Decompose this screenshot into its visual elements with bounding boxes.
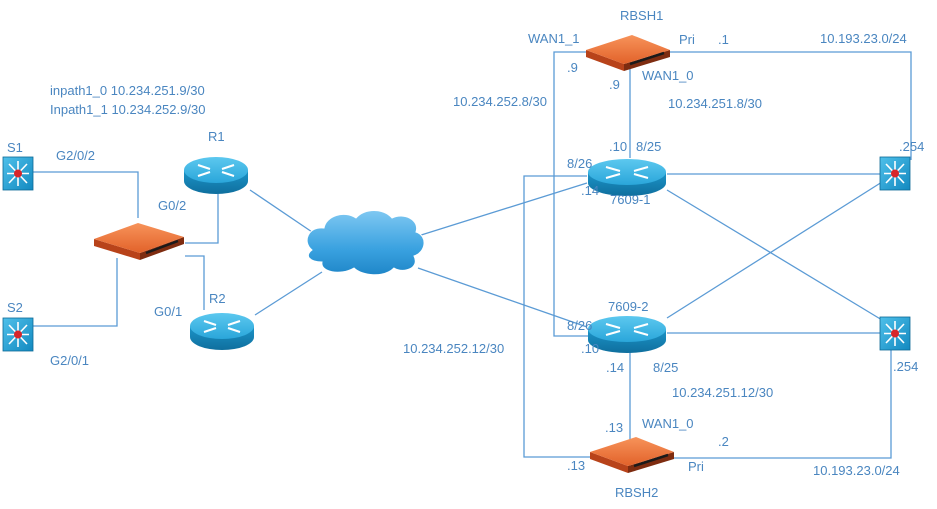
labels: S1 S2 R1 R2 RBSH1 RBSH2 7609-1 7609-2 in…	[7, 8, 924, 500]
dot10-top-label: .10	[609, 139, 627, 154]
riverbed-rbsh2[interactable]	[590, 437, 674, 473]
dot254-bottom-label: .254	[893, 359, 918, 374]
port-8-25-top-label: 8/25	[636, 139, 661, 154]
port-g0-1-label: G0/1	[154, 304, 182, 319]
riverbed-rbsh1[interactable]	[586, 35, 670, 71]
link-riverbed-r1	[185, 190, 219, 244]
dot13-b-label: .13	[567, 458, 585, 473]
wan-cloud	[306, 210, 425, 276]
net-252-8-label: 10.234.252.8/30	[453, 94, 547, 109]
net-251-8-label: 10.234.251.8/30	[668, 96, 762, 111]
dot14-top-label: .14	[581, 183, 599, 198]
node-label-r2: R2	[209, 291, 226, 306]
router-7609-2[interactable]	[588, 316, 666, 353]
node-label-7609-2: 7609-2	[608, 299, 648, 314]
dot13-a-label: .13	[605, 420, 623, 435]
switch-right-top[interactable]	[879, 156, 911, 191]
link-r1-cloud	[249, 189, 319, 237]
node-label-rbsh2: RBSH2	[615, 485, 658, 500]
link-core2-switch1	[666, 181, 883, 319]
port-g2-0-2-label: G2/0/2	[56, 148, 95, 163]
router-r2[interactable]	[190, 313, 254, 350]
router-7609-1[interactable]	[588, 159, 666, 196]
router-r1[interactable]	[184, 157, 248, 194]
wan1-0-bottom-label: WAN1_0	[642, 416, 694, 431]
dot9-a-label: .9	[567, 60, 578, 75]
router-arrows-icon	[203, 320, 241, 333]
link-core1-rbsh2	[523, 175, 592, 458]
link-rbsh1-pri	[668, 51, 912, 160]
net-top-right-label: 10.193.23.0/24	[820, 31, 907, 46]
links	[33, 51, 912, 459]
node-label-rbsh1: RBSH1	[620, 8, 663, 23]
switch-s2[interactable]	[2, 317, 34, 352]
port-g2-0-1-label: G2/0/1	[50, 353, 89, 368]
riverbed-appliance-left[interactable]	[94, 223, 184, 260]
link-s1-riverbed	[33, 171, 139, 218]
pri-top-label: Pri	[679, 32, 695, 47]
link-s2-riverbed	[33, 258, 118, 327]
pri-bottom-label: Pri	[688, 459, 704, 474]
port-8-25-bottom-label: 8/25	[653, 360, 678, 375]
dot254-top-label: .254	[899, 139, 924, 154]
switch-right-bottom[interactable]	[879, 316, 911, 351]
link-r2-cloud	[254, 271, 323, 316]
link-riverbed-r2	[185, 255, 205, 310]
node-label-r1: R1	[208, 129, 225, 144]
link-rbsh2-pri	[668, 350, 892, 459]
port-g0-2-label: G0/2	[158, 198, 186, 213]
net-bottom-right-label: 10.193.23.0/24	[813, 463, 900, 478]
dot1-label: .1	[718, 32, 729, 47]
link-cloud-core1	[417, 182, 588, 237]
port-8-26-bottom-label: 8/26	[567, 318, 592, 333]
dot10-bottom-label: .10	[581, 341, 599, 356]
router-arrows-icon	[197, 164, 235, 177]
wan1-1-label: WAN1_1	[528, 31, 580, 46]
node-label-7609-1: 7609-1	[610, 192, 650, 207]
wan1-0-top-label: WAN1_0	[642, 68, 694, 83]
dot2-label: .2	[718, 434, 729, 449]
net-252-12-label: 10.234.252.12/30	[403, 341, 504, 356]
node-label-s2: S2	[7, 300, 23, 315]
inpath1-0-label: inpath1_0 10.234.251.9/30	[50, 83, 205, 98]
router-arrows-icon	[605, 323, 649, 336]
link-cloud-core2	[417, 267, 588, 328]
router-arrows-icon	[605, 166, 649, 179]
link-core1-switch2	[666, 189, 883, 321]
net-251-12-label: 10.234.251.12/30	[672, 385, 773, 400]
link-rbsh1-wan1-1	[553, 51, 592, 337]
port-8-26-top-label: 8/26	[567, 156, 592, 171]
dot14-bottom-label: .14	[606, 360, 624, 375]
switch-s1[interactable]	[2, 156, 34, 191]
dot9-b-label: .9	[609, 77, 620, 92]
node-label-s1: S1	[7, 140, 23, 155]
inpath1-1-label: Inpath1_1 10.234.252.9/30	[50, 102, 205, 117]
